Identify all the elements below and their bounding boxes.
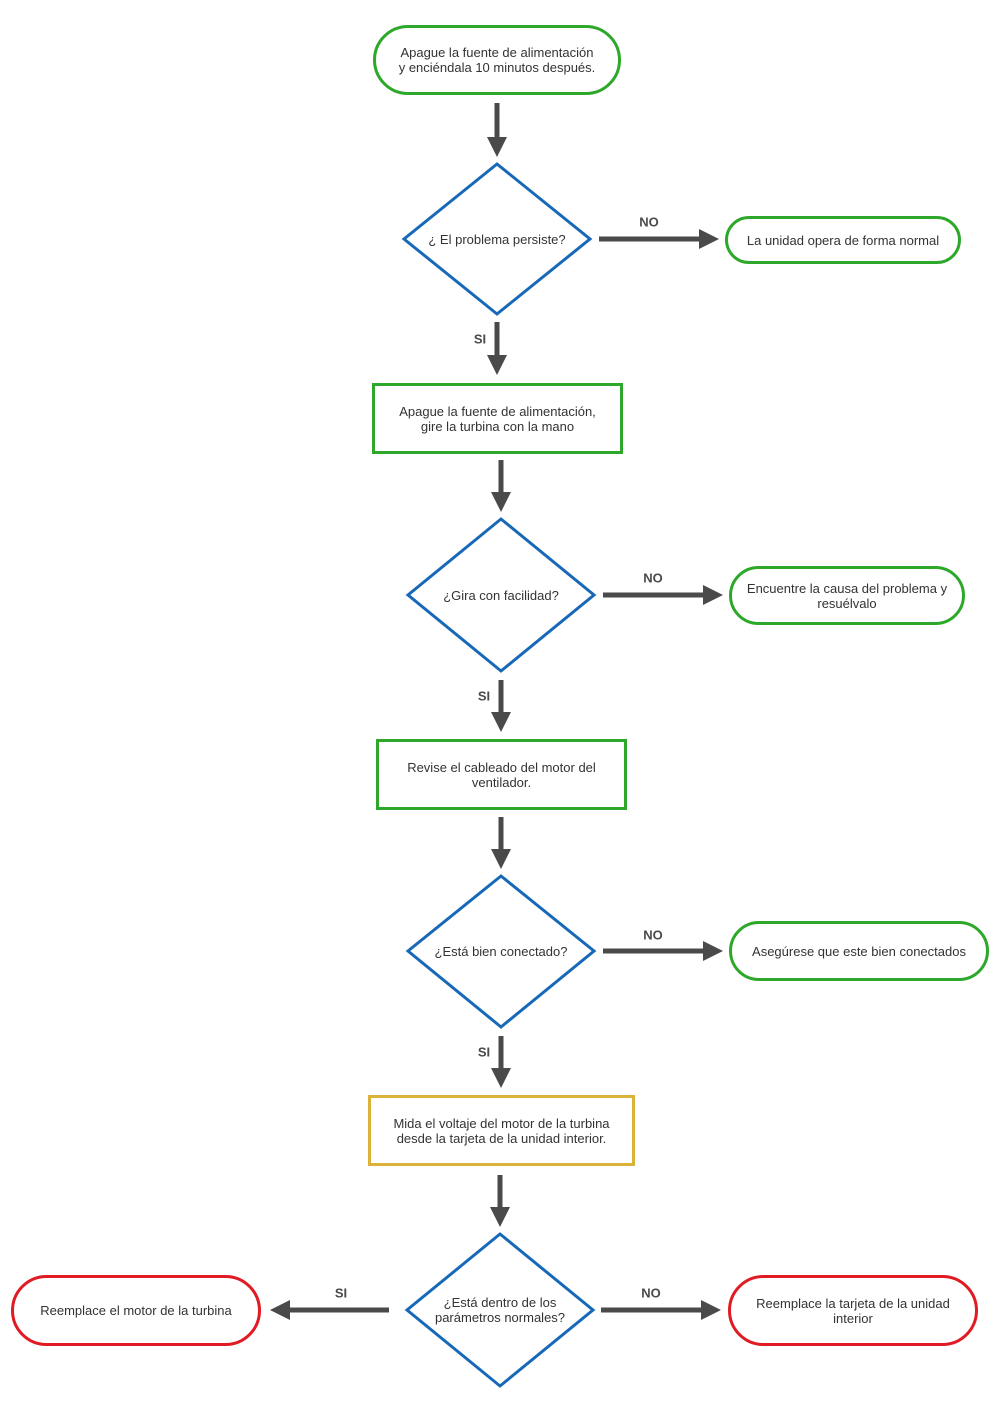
decision-turns-shape (405, 517, 597, 673)
decision-persists-shape (401, 162, 593, 316)
decision-connected-shape (405, 874, 597, 1029)
edge-label-yes: SI (334, 1285, 348, 1301)
decision-persists-text-box: ¿ El problema persiste? (407, 224, 587, 254)
replace-board-text: Reemplace la tarjeta de la unidad interi… (756, 1295, 950, 1326)
replace-motor-text: Reemplace el motor de la turbina (40, 1303, 232, 1318)
decision-normal-text: ¿Está dentro de los parámetros normales? (434, 1295, 566, 1325)
replace-board-node: Reemplace la tarjeta de la unidad interi… (728, 1275, 978, 1346)
decision-persists-text: ¿ El problema persiste? (428, 231, 566, 247)
check-wiring-text: Revise el cableado del motor del ventila… (407, 759, 596, 790)
edge-label-yes: SI (473, 331, 487, 347)
find-cause-text: Encuentre la causa del problema y resuél… (746, 580, 948, 611)
edge-label-yes: SI (477, 688, 491, 704)
edge-label-no: NO (641, 1285, 661, 1301)
normal-operation-node: La unidad opera de forma normal (725, 216, 961, 264)
check-wiring-node: Revise el cableado del motor del ventila… (376, 739, 627, 810)
find-cause-node: Encuentre la causa del problema y resuél… (729, 566, 965, 625)
turn-turbine-node: Apague la fuente de alimentación, gire l… (372, 383, 623, 454)
edge-label-no: NO (643, 570, 663, 586)
normal-operation-text: La unidad opera de forma normal (746, 232, 940, 248)
decision-connected-text-box: ¿Está bien conectado? (411, 936, 591, 966)
edge-label-no: NO (639, 214, 659, 230)
decision-turns-text-box: ¿Gira con facilidad? (411, 580, 591, 610)
replace-motor-node: Reemplace el motor de la turbina (11, 1275, 261, 1346)
turn-turbine-text: Apague la fuente de alimentación, gire l… (399, 403, 596, 434)
ensure-connected-node: Asegúrese que este bien conectados (729, 921, 989, 981)
start-node-text: Apague la fuente de alimentación y encié… (398, 45, 596, 75)
start-node: Apague la fuente de alimentación y encié… (373, 25, 621, 95)
decision-normal-shape (404, 1232, 596, 1388)
measure-voltage-node: Mida el voltaje del motor de la turbina … (368, 1095, 635, 1166)
edge-label-no: NO (643, 927, 663, 943)
ensure-connected-text: Asegúrese que este bien conectados (752, 943, 966, 959)
measure-voltage-text: Mida el voltaje del motor de la turbina … (393, 1115, 610, 1146)
decision-normal-text-box: ¿Está dentro de los parámetros normales? (410, 1292, 590, 1328)
edge-label-yes: SI (477, 1044, 491, 1060)
decision-connected-text: ¿Está bien conectado? (434, 943, 568, 959)
decision-turns-text: ¿Gira con facilidad? (443, 587, 559, 603)
